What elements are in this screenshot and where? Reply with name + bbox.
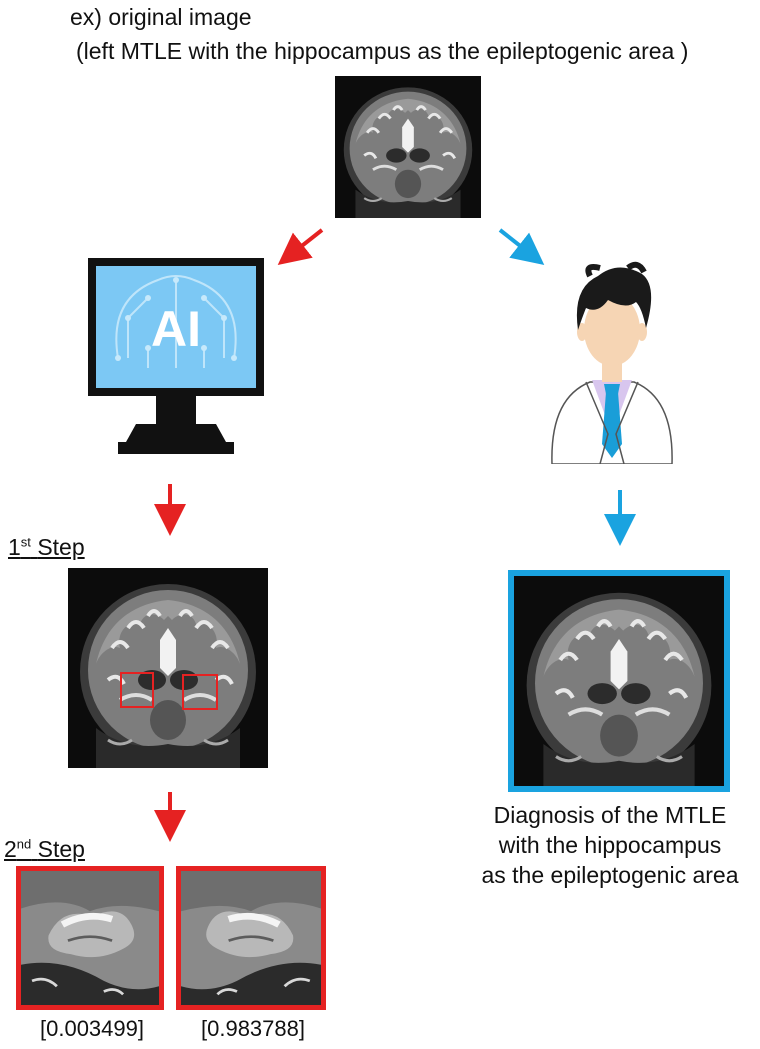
arrow-to-doctor <box>498 228 545 265</box>
second-step-label: 2nd Step <box>4 836 85 862</box>
header-line-2: (left MTLE with the hippocampus as the e… <box>76 38 689 64</box>
diagnosis-mri-image <box>508 570 730 792</box>
first-step-mri-image <box>68 568 268 768</box>
ai-monitor-icon: AI <box>88 258 264 454</box>
score-right: [0.983788] <box>201 1016 305 1041</box>
hippocampus-crop-right <box>176 866 326 1010</box>
first-step-label: 1st Step <box>8 534 85 560</box>
original-mri-image <box>335 76 481 218</box>
hippocampus-crop-left <box>16 866 164 1010</box>
arrow-to-ai <box>277 228 324 265</box>
doctor-icon <box>551 261 673 464</box>
diagnosis-text: Diagnosis of the MTLE with the hippocamp… <box>460 800 760 890</box>
ai-label: AI <box>151 301 201 357</box>
score-left: [0.003499] <box>40 1016 144 1041</box>
header-line-1: ex) original image <box>70 4 252 30</box>
roi-box-right <box>182 674 218 710</box>
diagnosis-line-3: as the epileptogenic area <box>481 862 739 888</box>
diagnosis-line-1: Diagnosis of the MTLE <box>493 802 727 828</box>
roi-box-left <box>120 672 154 708</box>
diagnosis-line-2: with the hippocampus <box>498 832 722 858</box>
